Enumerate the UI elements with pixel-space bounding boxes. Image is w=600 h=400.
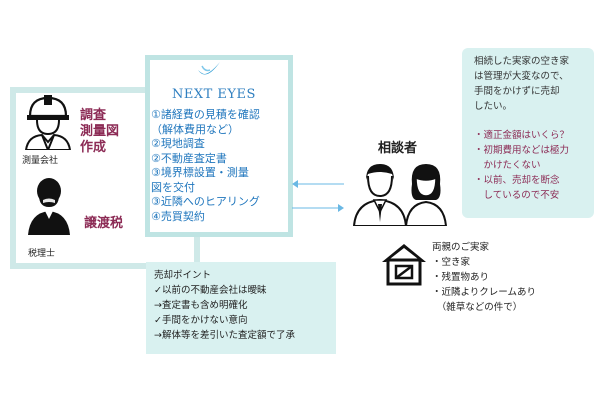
sale-point-item: ✓以前の不動産会社は曖昧 [154,285,267,296]
step-item: ③境界標設置・測量 [151,166,249,179]
step-item: ②不動産査定書 [151,151,227,165]
surveyor-task: 作成 [80,140,107,155]
brand-name: NEXT EYES [172,87,256,102]
surveyor-task: 調査 [80,108,107,123]
property-item: ・残置物あり [432,272,490,283]
surveyor-tasks: 調査 測量図 作成 [80,108,119,156]
step-item: ④売買契約 [151,209,205,223]
arrow-right-icon [338,204,344,212]
surveyor-task: 測量図 [80,124,120,139]
sale-point-item: ✓手間をかけない意向 [154,315,248,326]
property-info: 両親のご実家 ・空き家 ・残置物あり ・近隣よりクレームあり （雑草などの件で） [432,240,536,315]
surveyor-helmet-icon [24,95,72,150]
role-label-accountant: 税理士 [28,249,56,259]
consultation-line: 相続した実家の空き家 [474,56,570,67]
accountant-task: 譲渡税 [84,216,124,231]
consultation-question: ・適正金額はいくら？ [474,130,570,141]
sale-point-item: →査定書も含め明確化 [154,300,248,311]
property-title: 両親のご実家 [432,242,490,253]
role-label-surveyor: 測量会社 [22,156,59,166]
consultation-question: ・以前、売却を断念 [474,175,560,186]
property-item: （雑草などの件で） [432,302,523,313]
sale-points-box: 売却ポイント ✓以前の不動産会社は曖昧 →査定書も含め明確化 ✓手間をかけない意… [146,262,336,354]
consultation-line: したい。 [474,101,513,112]
consultation-question: しているので不安 [474,190,560,201]
connector-arrows [292,180,344,212]
consultation-line: 手間をかけずに売却 [474,86,560,97]
step-item: （解体費用など） [151,122,239,136]
consultation-line: は管理が大変なので、 [474,71,569,82]
consultation-question: かけたくない [474,160,541,171]
step-item: 図を交付 [151,180,195,194]
step-item: ③近隣へのヒアリング [151,195,260,208]
sale-points-title: 売却ポイント [154,270,212,281]
sale-point-item: →解体等を差引いた査定額で了承 [154,330,295,341]
couple-icon [352,164,448,226]
property-item: ・近隣よりクレームあり [432,287,537,298]
swoosh-logo-icon [198,62,220,75]
arrow-left-icon [292,180,298,188]
consultation-question: ・初期費用などは極力 [474,145,570,156]
accountant-icon [28,178,70,235]
next-eyes-box [145,55,293,237]
client-label: 相談者 [378,141,418,156]
step-item: ①諸経費の見積を確認 [151,108,260,121]
steps-list: ①諸経費の見積を確認 （解体費用など） ②現地調査 ②不動産査定書 ③境界標設置… [151,108,260,224]
step-item: ②現地調査 [151,137,205,150]
property-item: ・空き家 [432,257,471,268]
house-icon [382,244,426,286]
consultation-box: 相続した実家の空き家 は管理が大変なので、 手間をかけずに売却 したい。 ・適正… [462,48,594,218]
